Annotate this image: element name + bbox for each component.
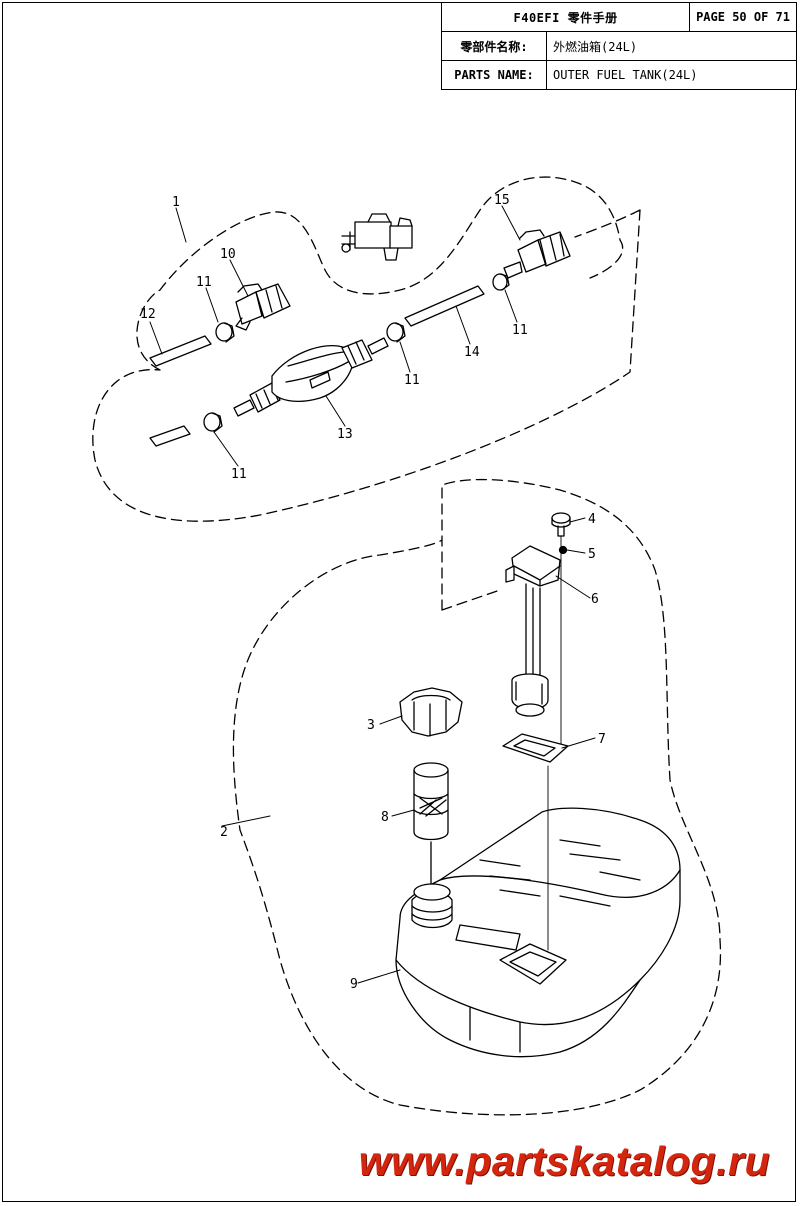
en-parts-name-value: OUTER FUEL TANK(24L) [546,60,797,90]
callout-15: 15 [494,193,510,208]
fuel-gauge-sender [505,545,561,717]
callout-3: 3 [367,718,375,733]
callout-14: 14 [464,345,480,360]
callout-9: 9 [350,977,358,992]
callout-5: 5 [588,547,596,562]
gauge-axis-line [547,535,562,951]
screw [551,512,571,537]
callout-11-b: 11 [512,323,528,338]
nut-c [492,273,510,291]
fuel-connector-engine-side [235,283,291,331]
fuel-hose-long [404,285,485,327]
callout-10: 10 [220,247,236,262]
outer-fuel-tank [395,807,681,1058]
callout-12: 12 [140,307,156,322]
engine-connector-icon [341,213,413,261]
title-block: F40EFI 零件手册 PAGE 50 OF 71 零部件名称: 外燃油箱(24… [440,2,797,90]
fuel-hose-short [149,335,212,447]
callout-1: 1 [172,195,180,210]
leader-lines [149,205,596,984]
primer-bulb [233,337,389,417]
fuel-line-group-boundary [92,176,641,522]
callout-6: 6 [591,592,599,607]
fuel-strainer [413,762,449,841]
nut-b [386,322,406,343]
callout-7: 7 [598,732,606,747]
callout-11-d: 11 [231,467,247,482]
callout-11-a: 11 [196,275,212,290]
nut-a [215,322,235,343]
nut-d [203,412,223,433]
gasket [502,733,569,763]
callout-4: 4 [588,512,596,527]
callout-13: 13 [337,427,353,442]
fuel-connector-tank-side [503,229,571,279]
callout-2: 2 [220,825,228,840]
callout-8: 8 [381,810,389,825]
fuel-cap [399,687,463,737]
callout-11-c: 11 [404,373,420,388]
cn-parts-name-label: 零部件名称: [441,31,547,61]
site-watermark: www.partskatalog.ru [358,1138,770,1184]
tank-group-boundary [232,478,722,1116]
